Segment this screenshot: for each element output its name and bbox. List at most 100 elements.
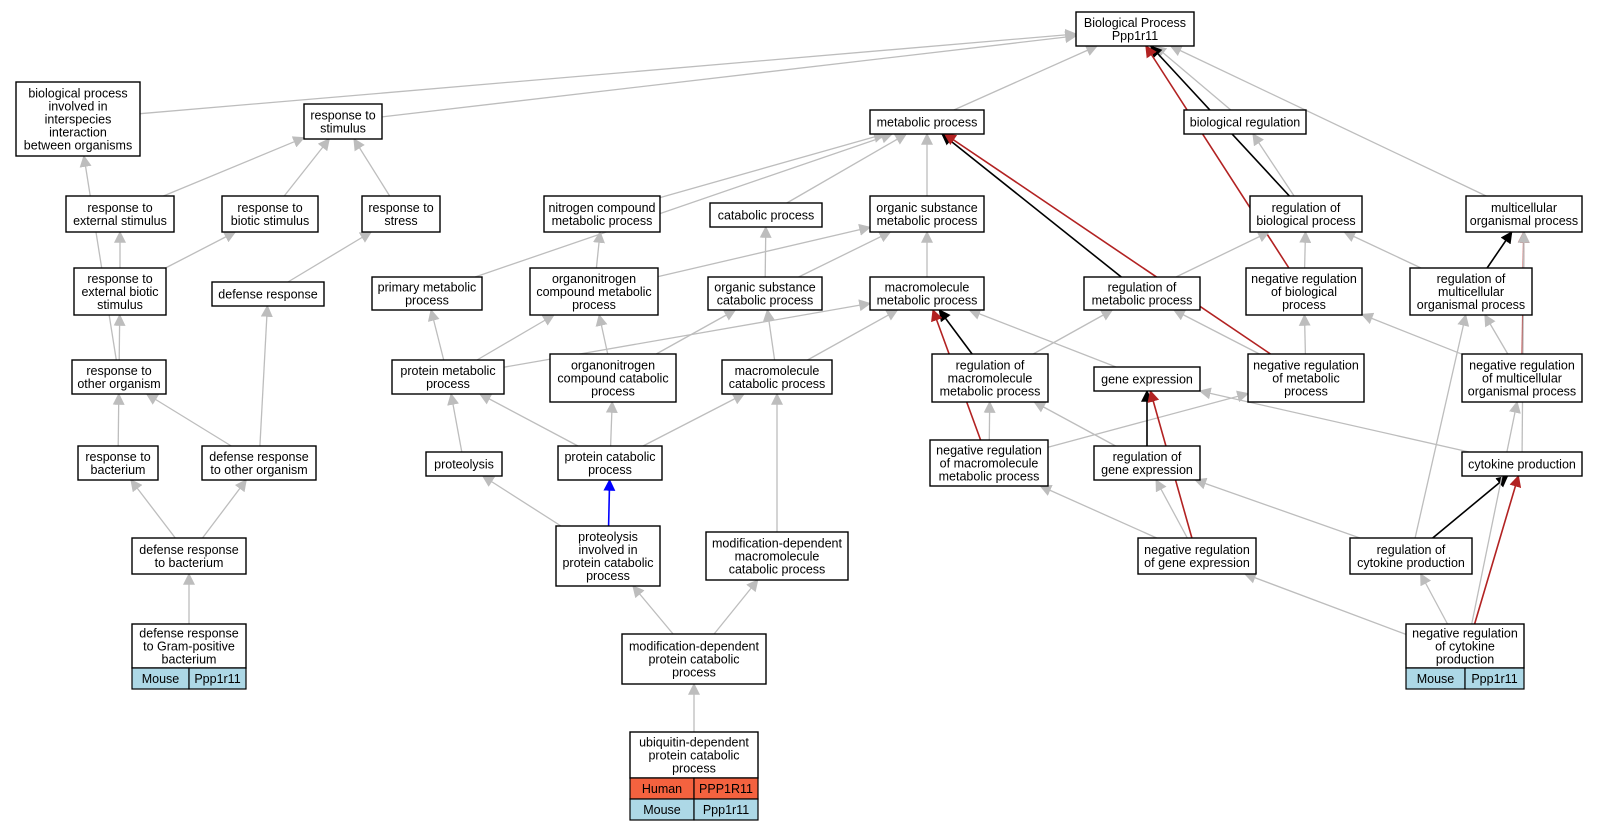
term-box [1405,623,1525,669]
term-box [869,195,985,233]
go-term-node-defense[interactable]: defense response [211,281,325,307]
go-term-node-metabolic[interactable]: metabolic process [869,109,985,135]
term-label-line: metabolic process [877,214,978,228]
term-label-line: negative regulation [1251,272,1357,286]
edge-is-a-protein-cat-to-protein-met [478,393,579,447]
term-label-line: stimulus [97,298,143,312]
term-label-line: regulation of [1113,450,1182,464]
term-label-line: defense response [218,288,317,302]
term-label-line: organic substance [714,281,816,295]
go-term-node-bio-reg[interactable]: biological regulation [1183,109,1307,135]
edge-is-a-neg-reg-bio-to-reg-bio [1299,230,1312,269]
term-box [621,633,767,685]
go-term-node-gene-expr[interactable]: gene expression [1093,366,1201,392]
term-box [1083,276,1201,311]
edge-is-a-protein-met-to-primary-met [427,308,445,361]
term-label: defense response [218,288,317,302]
term-box [1349,537,1473,575]
term-label-line: Ppp1r11 [1112,29,1158,43]
edge-negatively-regulates-neg-reg-bio-to-root [1145,44,1290,269]
annotation-gene-label: PPP1R11 [699,782,753,796]
term-label-line: process [426,377,470,391]
term-box [221,195,319,233]
edge-is-a-reg-macromol-met-to-reg-met [1032,309,1114,355]
term-label-line: interspecies [45,113,112,127]
term-label-line: catabolic process [729,563,826,577]
go-term-node-cytokine-prod[interactable]: cytokine production [1461,451,1583,477]
edge-part-of-reg-cytokine-to-cytokine-prod [1432,475,1509,539]
term-box [77,445,159,481]
edge-is-a-neg-reg-cytokine-to-neg-reg-multicell [1471,400,1521,625]
go-term-node-proteolysis[interactable]: proteolysis [425,451,503,477]
term-label-line: negative regulation [1412,627,1518,641]
term-box [1461,353,1583,403]
term-label-line: cytokine production [1357,556,1465,570]
go-term-node-catabolic[interactable]: catabolic process [709,202,823,228]
edge-is-a-neg-reg-cytokine-to-reg-cytokine [1420,572,1449,625]
term-label-line: biological process [28,87,127,101]
term-label-line: metabolic process [939,470,1040,484]
term-label-line: process [572,298,616,312]
term-box [1465,195,1583,233]
term-label-line: bacterium [162,653,217,667]
term-box [931,353,1049,403]
term-label-line: organismal process [1468,385,1576,399]
term-label-line: protein metabolic [400,364,495,378]
term-box [529,267,659,316]
term-box [201,445,317,481]
edge-is-a-reg-bio-to-bio-reg [1252,132,1295,197]
term-label-line: multicellular [1491,201,1557,215]
term-label-line: gene expression [1101,463,1193,477]
edge-is-a-primary-met-to-metabolic [474,131,894,278]
term-label-line: primary metabolic [378,281,477,295]
term-label-line: nitrogen compound [548,201,655,215]
